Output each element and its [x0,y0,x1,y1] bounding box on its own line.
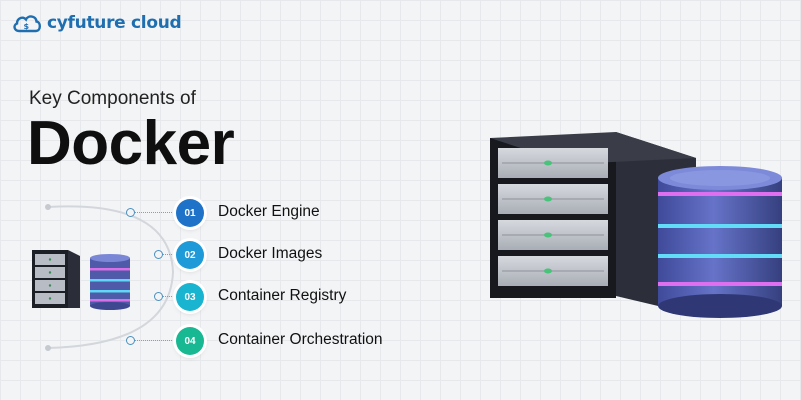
server-rack-illustration [490,132,782,318]
component-label: Container Registry [218,287,347,304]
step-badge: 04 [176,327,204,355]
connector-node [126,336,135,345]
component-label: Docker Images [218,245,323,262]
connector-line [130,340,178,341]
connector-line [130,212,178,213]
brand-logo[interactable]: $ cyfuture cloud [12,12,182,34]
connector-node [154,250,163,259]
server-database-icon [32,250,130,310]
component-label: Container Orchestration [218,331,383,348]
step-badge: 03 [176,283,204,311]
component-label: Docker Engine [218,203,320,220]
brand-name: cyfuture cloud [47,13,182,33]
step-badge: 02 [176,241,204,269]
connector-node [126,208,135,217]
connector-line [158,296,178,297]
cloud-icon: $ [13,15,42,33]
timeline-arc [45,204,175,351]
connector-node [154,292,163,301]
svg-text:$: $ [24,22,30,31]
connector-line [158,254,178,255]
page-title: Docker [27,109,235,178]
step-badge: 01 [176,199,204,227]
heading-subtitle: Key Components of [29,88,196,109]
